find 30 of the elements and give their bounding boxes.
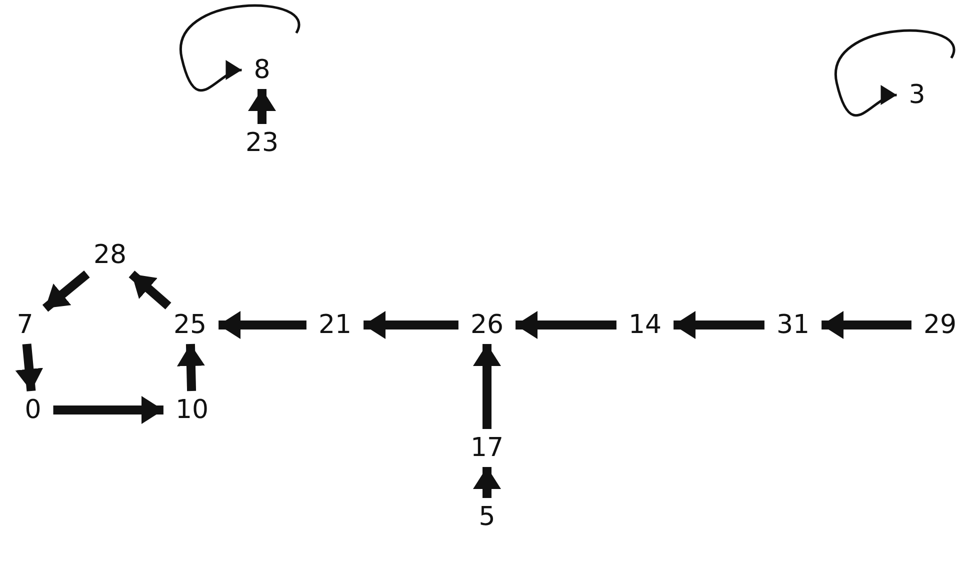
- node-label: 29: [911, 306, 969, 344]
- node-label: 25: [161, 306, 219, 344]
- node-label: 7: [4, 306, 46, 344]
- arrow: [15, 344, 44, 392]
- node-label: 23: [233, 124, 291, 162]
- arrow: [516, 311, 616, 339]
- arrow: [822, 311, 912, 339]
- node-label: 0: [12, 391, 54, 429]
- arrow: [364, 311, 458, 339]
- arrow: [473, 344, 501, 429]
- node-label: 21: [306, 306, 364, 344]
- node-label: 14: [616, 306, 674, 344]
- node-label: 28: [81, 236, 139, 274]
- arrow: [53, 396, 164, 424]
- node-label: 17: [458, 429, 516, 467]
- self-loop-arrow: [180, 4, 300, 92]
- arrow: [473, 467, 501, 498]
- arrow: [42, 270, 90, 312]
- node-label: 26: [458, 306, 516, 344]
- arrow: [128, 270, 172, 310]
- node-label: 5: [466, 498, 508, 536]
- arrow: [176, 344, 205, 392]
- arrow: [674, 311, 764, 339]
- arrow: [248, 89, 276, 124]
- node-label: 31: [764, 306, 822, 344]
- node-label: 10: [163, 391, 221, 429]
- arrow: [218, 311, 306, 339]
- node-label: 8: [242, 51, 282, 89]
- self-loop-arrow: [835, 29, 955, 116]
- node-label: 3: [896, 76, 938, 114]
